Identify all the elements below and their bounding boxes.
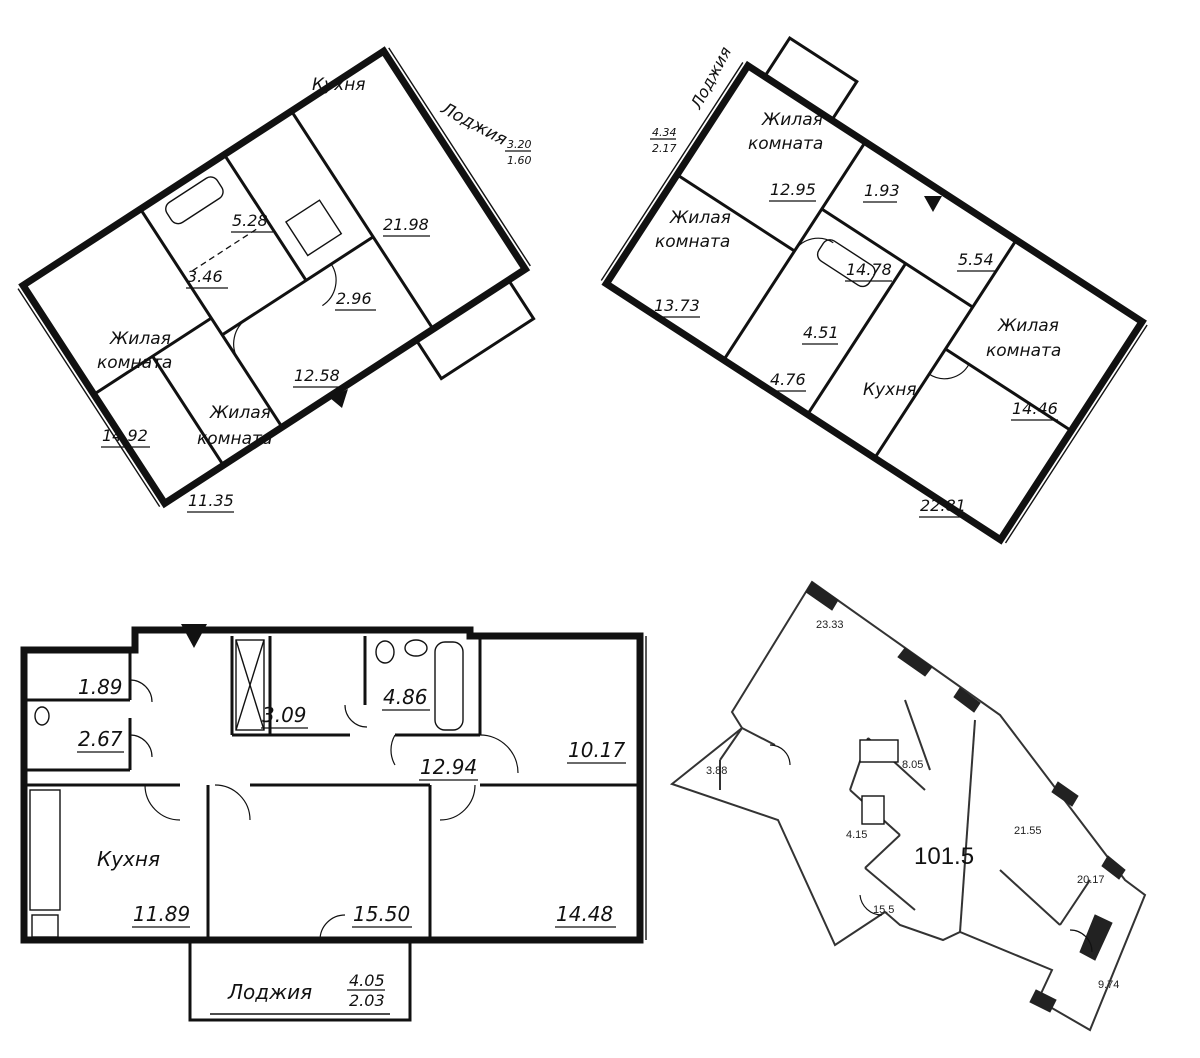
plan-1-room2-label-1: Жилая [209, 403, 271, 423]
plan-1-loggia-label: Лоджия [437, 98, 510, 150]
plan-3-kitchen-label: Кухня [97, 847, 160, 871]
plan-4-walls [669, 580, 1147, 1032]
plan-3-toilet [375, 640, 395, 664]
plan-3-kitchen-area: 11.89 [133, 902, 190, 926]
plan-1-kitchen-area: 21.98 [383, 215, 429, 234]
plan-3-sink [404, 639, 428, 657]
plan-2-closet-area: 1.93 [864, 181, 900, 200]
plan-4-area-4: 4.15 [846, 829, 867, 841]
plan-3-laundry-area: 3.09 [262, 703, 307, 727]
plan-4-area-5: 21.55 [1014, 825, 1042, 837]
plan-3-room-se-area: 14.48 [556, 902, 613, 926]
plan-3-bathtub [434, 641, 464, 731]
plan-1-room1-label-1: Жилая [109, 329, 171, 349]
plan-2-loggia [762, 35, 859, 123]
plan-4-bathtub [859, 739, 899, 763]
plan-2-room-left-label-2: комната [655, 232, 730, 252]
plan-1-outline [18, 46, 531, 509]
plan-3-entrance-marker [181, 624, 207, 648]
plan-3-wc-area: 2.67 [78, 727, 123, 751]
plan-1-room2-label-2: комната [197, 429, 272, 449]
plan-3-fridge [31, 914, 59, 938]
plan-2-room-right-label-1: Жилая [997, 316, 1059, 336]
plan-2-bath-area: 4.51 [803, 323, 839, 342]
plan-1-loggia-area-1: 3.20 [507, 138, 532, 151]
plan-1-shower-area: 2.96 [336, 289, 372, 308]
plan-1-room2-area: 11.35 [188, 491, 234, 510]
plan-2-hall-area: 14.78 [846, 260, 892, 279]
plan-3: 1.89 2.67 3.09 4.86 12.94 10.17 Кухня 11… [20, 624, 647, 1022]
plan-4-area-7: 15.5 [873, 904, 894, 916]
plan-2-entrance-marker [924, 196, 942, 212]
plan-1: Кухня 21.98 Лоджия 3.20 1.60 5.28 3.46 2… [17, 46, 536, 513]
plan-1-entrance-marker [330, 389, 348, 408]
plan-3-room-ne-area: 10.17 [568, 738, 626, 762]
plan-3-kitchen-counter [29, 789, 61, 911]
plan-4-area-3: 8.05 [902, 759, 923, 771]
plan-2-room-right-label-2: комната [986, 341, 1061, 361]
plan-1-room1-area: 14.92 [102, 426, 148, 445]
plan-2-room-top-area: 12.95 [770, 180, 816, 199]
plan-3-room-mid-area: 15.50 [353, 902, 410, 926]
plan-4-outline [669, 580, 1147, 1032]
plan-3-wc-toilet [34, 706, 50, 726]
plan-4-area-1: 23.33 [816, 619, 844, 631]
plan-1-bathtub [165, 176, 224, 225]
plan-2-storage-area: 5.54 [958, 250, 994, 269]
plan-1-bath-area: 5.28 [232, 211, 268, 230]
plan-3-loggia-label: Лоджия [227, 980, 312, 1004]
plan-2-room-right-area: 14.46 [1012, 399, 1058, 418]
plan-2-kitchen-area: 22.81 [920, 496, 966, 515]
plan-3-walls [20, 626, 647, 1022]
plan-2-walls [600, 35, 1148, 545]
plan-3-bath-area: 4.86 [383, 685, 428, 709]
plan-2: Лоджия 4.34 2.17 Жилая комната 12.95 1.9… [600, 35, 1148, 545]
plan-3-loggia-area-2: 2.03 [349, 991, 385, 1010]
plan-1-hall-area: 12.58 [294, 366, 340, 385]
plan-2-loggia-area-1: 4.34 [652, 126, 677, 139]
plan-4-shower [861, 795, 885, 825]
plan-1-room1-label-2: комната [97, 353, 172, 373]
plan-2-room-left-area: 13.73 [654, 296, 700, 315]
plan-1-loggia-area-2: 1.60 [507, 154, 532, 167]
plan-4-area-2: 3.88 [706, 765, 727, 777]
plan-4-total-area: 101.5 [914, 843, 974, 870]
plan-4: 23.33 3.88 8.05 4.15 101.5 21.55 20.17 1… [669, 580, 1147, 1032]
plan-2-loggia-area-2: 2.17 [652, 142, 677, 155]
plan-2-room-top-label-2: комната [748, 134, 823, 154]
plan-3-hall-area: 12.94 [420, 755, 477, 779]
plan-2-room-top-label-1: Жилая [761, 110, 823, 130]
plan-3-loggia-area-1: 4.05 [349, 971, 385, 990]
plan-1-loggia [414, 278, 536, 381]
plan-4-area-6: 20.17 [1077, 874, 1105, 886]
plan-1-wc-area: 3.46 [187, 267, 223, 286]
plan-2-wc-area: 4.76 [770, 370, 806, 389]
plan-2-kitchen-label: Кухня [863, 380, 917, 400]
plan-2-bathtub [816, 239, 876, 288]
plan-1-kitchen-label: Кухня [312, 75, 366, 95]
plan-3-loggia [188, 938, 412, 1022]
plan-1-walls [17, 46, 536, 509]
plan-2-room-left-label-1: Жилая [669, 208, 731, 228]
plan-1-shower [284, 199, 343, 257]
plan-4-area-8: 9.74 [1098, 979, 1119, 991]
plan-3-closet-area: 1.89 [78, 675, 123, 699]
